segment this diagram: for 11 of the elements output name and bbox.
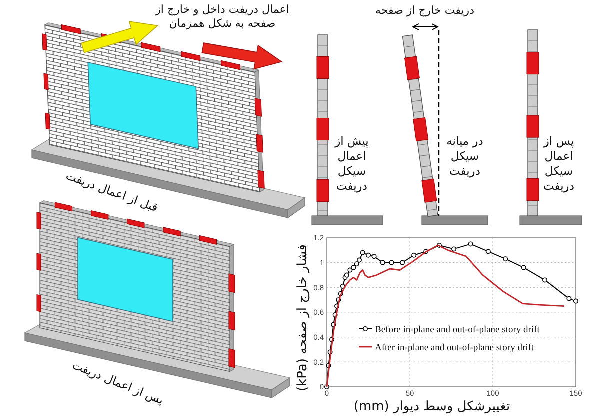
annotation-text: پس از اعمال سیکل دریفت [542,134,576,194]
legend-label: Before in-plane and out-of-plane story drift [375,325,540,336]
annotation-text: دریفت خارج از صفحه [376,4,474,18]
caption: پس از اعمال دریفت [70,358,166,408]
caption: قبل از اعمال دریفت [64,168,160,216]
annotation-text: اعمال دریفت داخل و خارج از صفحه به شکل همزمان [154,3,290,32]
axis-title: تغییرشکل وسط دیوار (mm) [354,400,510,416]
axis-title: فشار خارج از صفحه (kPa) [296,244,312,392]
annotation-text: در میانه سیکل دریفت [446,134,484,179]
legend-label: After in-plane and out-of-plane story drift [375,343,534,354]
annotation-text: پیش از اعمال سیکل دریفت [334,134,370,194]
